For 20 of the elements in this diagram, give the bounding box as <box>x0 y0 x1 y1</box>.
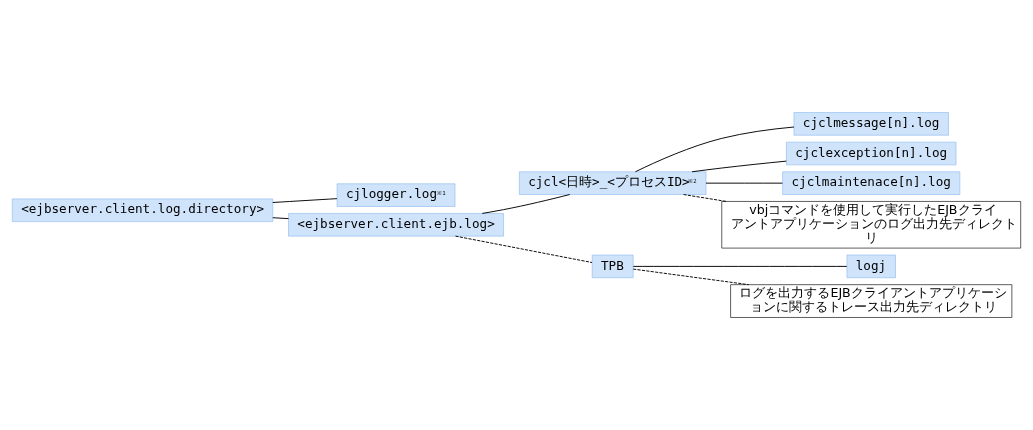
connector <box>632 268 750 286</box>
node-box: cjclmaintenace[n].log <box>782 171 961 195</box>
connector <box>272 198 338 203</box>
node-box: cjclmessage[n].log <box>793 112 949 136</box>
connector <box>683 194 727 202</box>
node-box: <ejbserver.client.ejb.log> <box>288 213 504 237</box>
node-box: <ejbserver.client.log.directory> <box>12 198 274 222</box>
node-box: TPB <box>591 254 634 279</box>
connector <box>272 217 289 220</box>
node-box: ログを出力するEJBクライアントアプリケーションに関するトレース出力先ディレクトリ <box>730 284 1013 318</box>
node-box: cjlogger.log$^{※1}$ <box>336 183 456 207</box>
node-box: cjclexception[n].log <box>786 141 957 166</box>
connector <box>481 194 571 214</box>
connector <box>635 126 795 173</box>
node-box: cjcl<日時>_<プロセスID>$^{※2}$ <box>519 171 707 195</box>
connector <box>632 265 848 267</box>
connector <box>691 160 787 173</box>
node-box: vbjコマンドを使用して実行したEJBクライアントアプリケーションのログ出力先ディレクトリ <box>721 201 1021 249</box>
connector <box>455 235 593 263</box>
node-box: logj <box>846 254 896 279</box>
